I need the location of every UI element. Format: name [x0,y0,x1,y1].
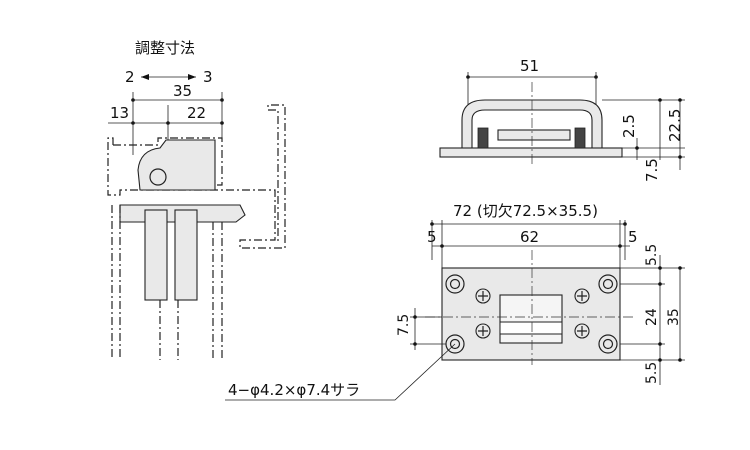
dim-offset-label: 7.5 [396,314,412,336]
dim-right-margin: 5 [628,228,638,246]
screw-icon [475,288,590,339]
dim-center: 62 [520,228,539,246]
left-view: 調整寸法 2 3 35 13 22 [107,39,286,360]
dim-51-label: 51 [520,57,539,75]
screw-icon [477,127,586,149]
dim-22-5-label: 22.5 [666,109,684,142]
hole-spec-label: 4−φ4.2×φ7.4サラ [228,381,360,399]
dim-13-label: 13 [110,104,129,122]
dim-7-5-label: 7.5 [643,158,661,182]
top-right-view: 51 2.5 22.5 7.5 [439,57,685,182]
adjustment-arrow [141,74,196,80]
pivot-hole [149,168,167,186]
dim-2-5-label: 2.5 [620,114,638,138]
adj-right-label: 3 [203,68,213,86]
bottom-right-view: 72 (切欠72.5×35.5) 5 62 5 [225,202,685,401]
left-view-title: 調整寸法 [135,39,195,57]
frame-outline [107,104,286,249]
center-slot [499,294,563,344]
dim-35-label: 35 [173,82,192,100]
adj-left-label: 2 [125,68,135,86]
hole-leader [225,343,456,401]
hinge-cam [137,139,216,191]
dim-22-label: 22 [187,104,206,122]
dim-24-label: 24 [644,308,660,326]
base-plate [439,147,623,158]
dim-overall-label: 72 (切欠72.5×35.5) [453,202,598,220]
dim-top-label: 5.5 [644,244,660,266]
dim-35-height-label: 35 [666,308,682,326]
dim-bottom-label: 5.5 [644,362,660,384]
hinge-arm [144,209,168,301]
